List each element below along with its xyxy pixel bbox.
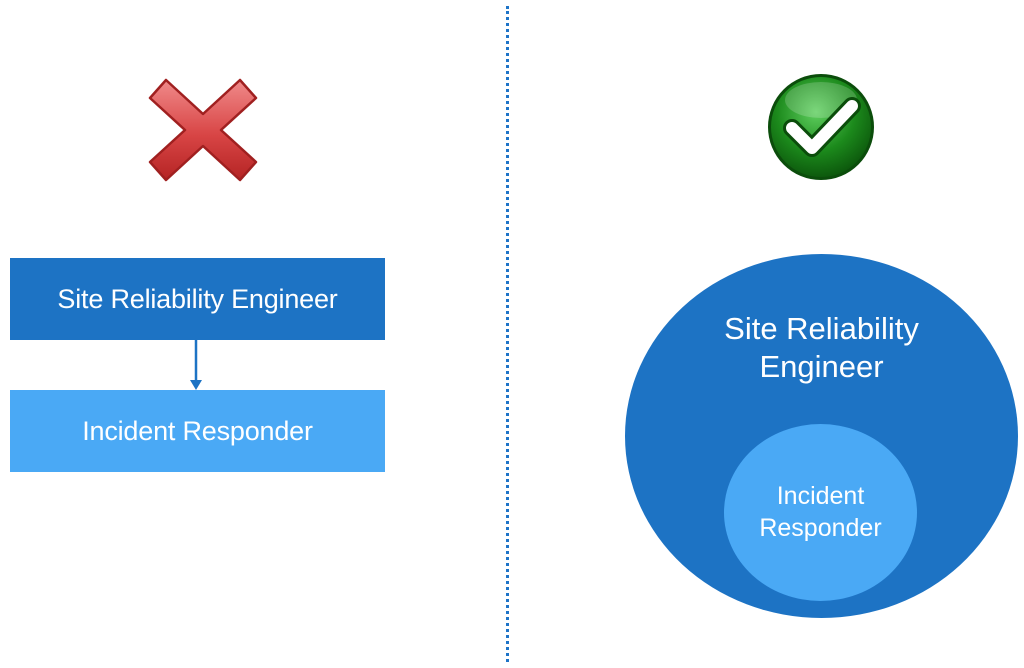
incident-responder-circle [724, 424, 917, 601]
panel-divider [506, 6, 509, 662]
incident-responder-box-label: Incident Responder [82, 415, 313, 446]
incident-responder-circle-label: Incident Responder [724, 480, 917, 544]
sre-circle-label: Site Reliability Engineer [625, 310, 1018, 386]
incident-responder-box: Incident Responder [10, 390, 385, 472]
check-icon [764, 70, 878, 184]
cross-icon [146, 76, 260, 184]
sre-circle-label-line1: Site Reliability [724, 311, 919, 346]
sre-circle-label-line2: Engineer [759, 349, 884, 384]
sre-box: Site Reliability Engineer [10, 258, 385, 340]
arrow-down-icon [186, 340, 206, 392]
incident-responder-circle-label-line2: Responder [759, 514, 882, 542]
sre-box-label: Site Reliability Engineer [57, 283, 338, 314]
incident-responder-circle-label-line1: Incident [776, 482, 865, 510]
